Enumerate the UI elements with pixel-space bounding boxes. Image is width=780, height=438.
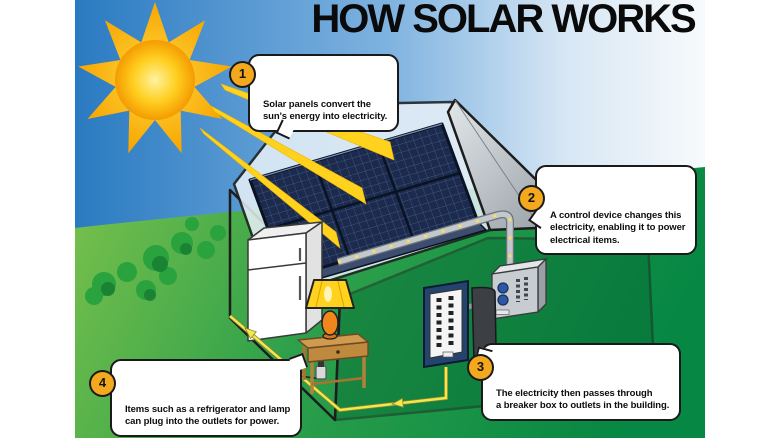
callout-1-badge: 1 [229,61,256,88]
callout-2: 2 A control device changes this electric… [518,165,698,256]
callout-2-badge: 2 [518,185,545,212]
sun [78,2,232,154]
wire-arrow [390,397,404,408]
callout-2-text: A control device changes this electricit… [550,210,686,246]
callout-3: 3 The electricity then passes through a … [467,343,682,421]
sun-core [115,40,195,120]
callout-1-text: Solar panels convert the sun's energy in… [263,99,388,123]
control-dial [497,294,509,306]
control-device [490,257,548,320]
lamp [305,279,355,340]
bushes [85,217,226,305]
sun-ray [210,105,367,205]
breaker-box [423,279,469,369]
callout-3-text: The electricity then passes through a br… [496,388,670,412]
callout-1: 1 Solar panels convert the sun's energy … [229,54,400,140]
callout-3-badge: 3 [467,354,494,381]
callout-4-text: Items such as a refrigerator and lamp ca… [125,404,291,428]
callout-4-badge: 4 [89,370,116,397]
sun-ray [199,127,341,249]
drawer-knob [336,350,340,354]
lamp-body [321,310,339,336]
page-title: HOW SOLAR WORKS [311,0,696,41]
conduit [336,210,514,266]
wire-arrow [244,327,257,340]
refrigerator [247,221,323,342]
control-dial [497,282,509,294]
side-table [297,333,369,394]
callout-4: 4 Items such as a refrigerator and lamp … [89,352,309,437]
